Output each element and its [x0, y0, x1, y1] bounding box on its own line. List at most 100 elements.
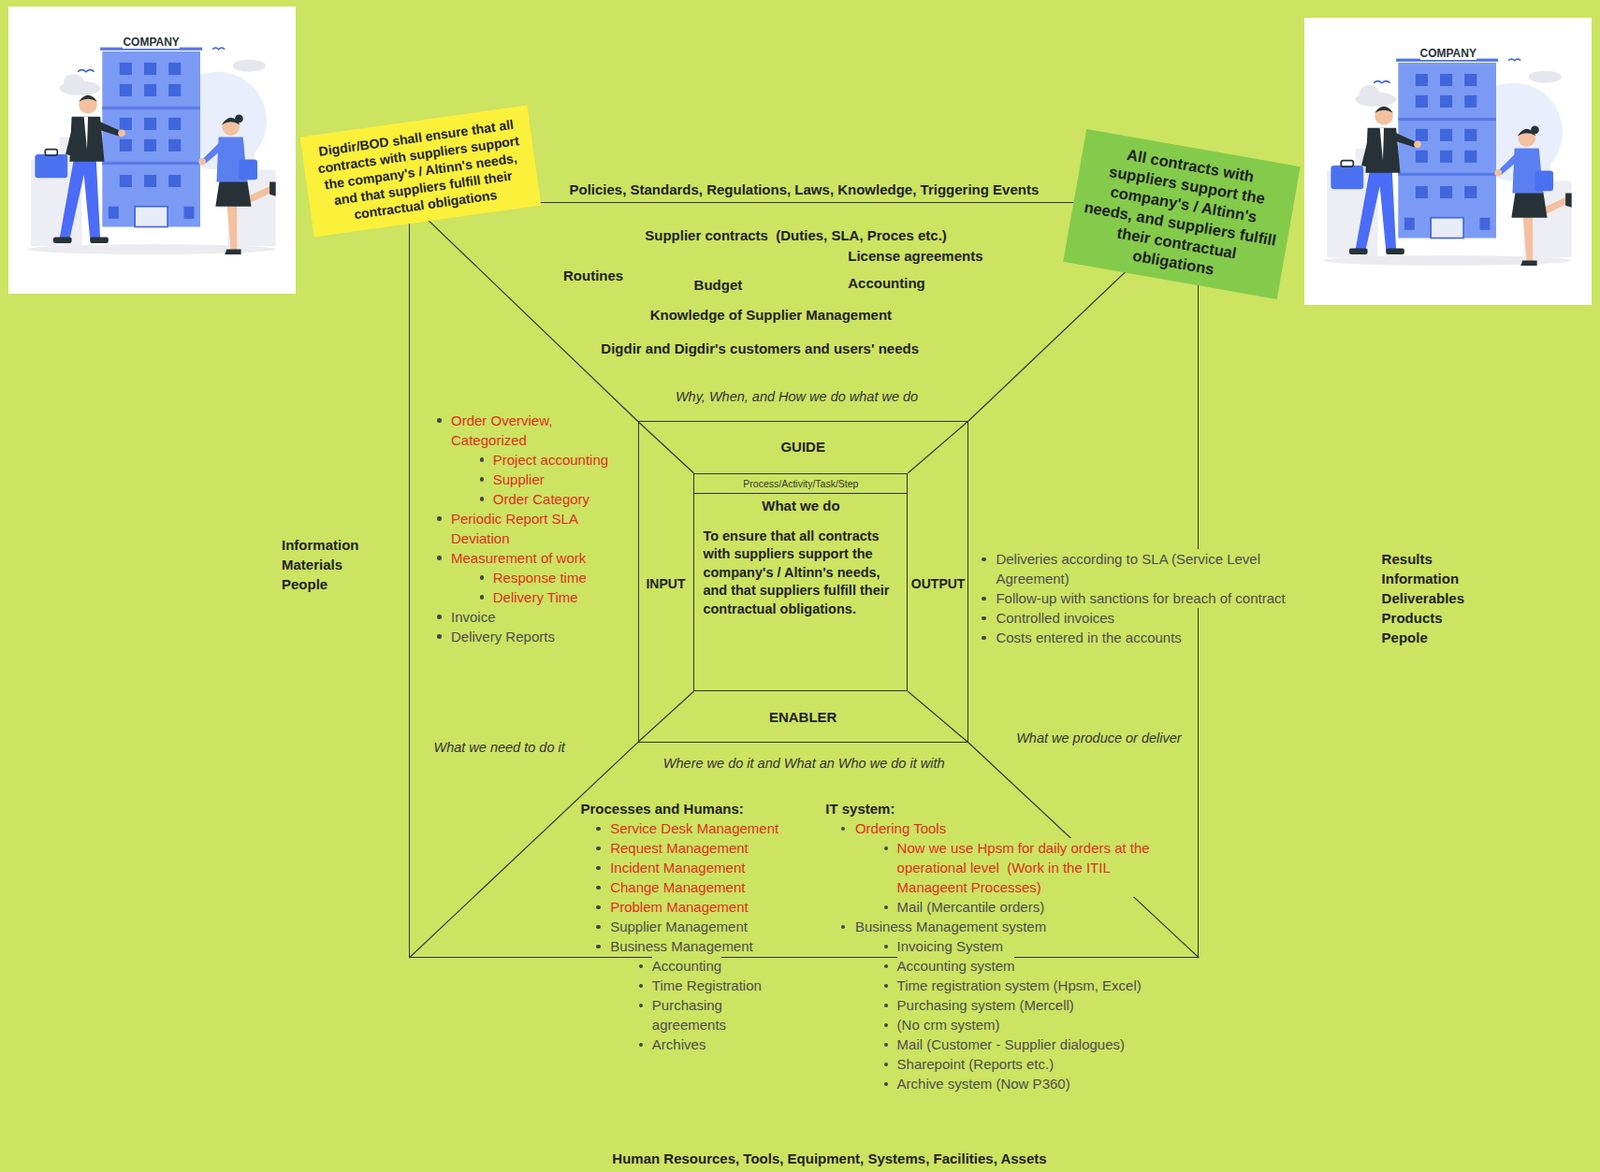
- sub-bullet-item: Project accounting: [493, 450, 609, 470]
- company-illustration: [234, 114, 244, 123]
- heading-label: Accounting: [847, 273, 926, 293]
- bullet-item: Incident Management: [610, 858, 745, 878]
- company-illustration: [101, 105, 201, 109]
- heading-label: Routines: [563, 265, 624, 286]
- bullet-item: Measurement of work: [450, 548, 586, 568]
- frame-diagonal: [638, 691, 695, 743]
- company-illustration: [119, 83, 132, 96]
- caption-label: Why, When, and How we do what we do: [675, 387, 918, 408]
- company-illustration: [101, 50, 201, 227]
- company-illustration: [34, 154, 68, 178]
- sub-bullet-item: Accounting: [652, 956, 722, 976]
- caption-label: Where we do it and What an Who we do it …: [663, 754, 946, 774]
- caption-label: What we need to do it: [433, 738, 565, 758]
- company-illustration: [238, 159, 258, 180]
- company-illustration: [168, 116, 181, 130]
- process-frame: GUIDE INPUT OUTPUT ENABLER Process/Activity/…: [638, 421, 969, 743]
- company-illustration: [183, 205, 194, 219]
- company-illustration: [202, 140, 225, 163]
- sub-bullet-item: Archive system (Now P360): [897, 1074, 1071, 1094]
- company-illustration: [119, 138, 132, 151]
- band-label: GUIDE: [780, 438, 826, 456]
- company-illustration: [144, 174, 157, 187]
- company-illustration: [53, 236, 73, 244]
- sub-bullet-item: Archives: [652, 1034, 707, 1055]
- process-box: Process/Activity/Task/StepWhat we doTo e…: [693, 473, 908, 692]
- company-illustration: [101, 160, 201, 164]
- heading-label: Knowledge of Supplier Management: [650, 305, 892, 325]
- bullet-item: Costs entered in the accounts: [995, 627, 1181, 648]
- frame-diagonal: [408, 202, 638, 422]
- sub-bullet-item: Supplier: [493, 469, 545, 490]
- company-illustration: [144, 61, 157, 74]
- company-illustration: [134, 205, 168, 227]
- sub-bullet-item: Invoicing System: [897, 936, 1004, 957]
- bullet-item: Invoice: [450, 607, 496, 627]
- bullet-item: Controlled invoices: [995, 608, 1115, 628]
- company-illustration: [119, 116, 132, 130]
- sign-text: COMPANY: [122, 35, 179, 49]
- company-illustration: [34, 94, 126, 243]
- company-illustration: [44, 148, 58, 156]
- company-illustration: [168, 138, 181, 151]
- sub-bullet-item: Mail (Mercantile orders): [897, 897, 1046, 917]
- company-illustration: [63, 72, 85, 89]
- sub-bullet-item: Response time: [493, 567, 587, 588]
- company-illustration: [224, 248, 241, 254]
- sub-bullet-item: Accounting system: [897, 956, 1016, 976]
- bullet-item: Request Management: [610, 838, 749, 859]
- heading-label: Information: [1381, 568, 1460, 589]
- heading-label: Processes and Humans:: [581, 799, 744, 819]
- step-body: To ensure that all contracts with suppli…: [694, 514, 907, 626]
- sub-bullet-item: Purchasing system (Mercell): [897, 995, 1075, 1016]
- heading-label: Supplier contracts (Duties, SLA, Proces …: [644, 225, 947, 246]
- band-label: ENABLER: [769, 709, 838, 727]
- band-label: INPUT: [645, 575, 685, 593]
- company-illustration: [65, 120, 79, 156]
- sub-bullet-item: Sharepoint (Reports etc.): [897, 1054, 1055, 1075]
- bullet-item: Service Desk Management: [610, 818, 779, 839]
- heading-label: License agreements: [847, 246, 983, 266]
- heading-label: Digdir and Digdir's customers and users'…: [600, 338, 919, 359]
- sign-text: COMPANY: [1420, 46, 1477, 60]
- company-illustration: [108, 61, 195, 219]
- heading-label: Information: [281, 535, 360, 555]
- company-illustration: [269, 181, 277, 196]
- company-illustration: [8, 6, 297, 295]
- company-illustration: [77, 47, 225, 73]
- band-label: OUTPUT: [911, 575, 966, 593]
- company-illustration: [198, 157, 206, 165]
- frame-diagonal: [408, 742, 638, 959]
- step-title: What we do: [694, 494, 907, 515]
- heading-label: IT system:: [825, 799, 895, 819]
- sub-bullet-item: Order Category: [493, 489, 590, 510]
- company-illustration: [78, 94, 98, 114]
- company-illustration: [89, 236, 109, 244]
- company-illustration: [95, 120, 120, 136]
- bullet-item: Business Management system: [855, 916, 1047, 937]
- company-illustration: [26, 244, 276, 255]
- sub-bullet-item: Time Registration: [652, 975, 762, 996]
- bullet-item: Ordering Tools: [855, 818, 946, 839]
- company-illustration: [250, 169, 276, 247]
- sub-bullet-item: Delivery Time: [493, 587, 579, 608]
- heading-label: People: [281, 574, 328, 595]
- company-illustration: [8, 6, 297, 295]
- bullet-item: Business Management: [610, 936, 754, 957]
- heading-label: Results: [1381, 549, 1433, 569]
- note-text: All contracts with suppliers support the…: [1074, 139, 1289, 291]
- bullet-item: Change Management: [610, 877, 745, 898]
- bullet-item: Supplier Management: [610, 916, 748, 937]
- frame-diagonal: [907, 421, 968, 474]
- caption-label: What we produce or deliver: [1016, 728, 1182, 749]
- frame-diagonal: [638, 421, 695, 474]
- bullet-item: Periodic Report SLA Deviation: [450, 509, 605, 549]
- company-illustration: [144, 138, 157, 151]
- company-illustration: [215, 179, 251, 206]
- step-header: Process/Activity/Task/Step: [694, 474, 907, 495]
- note-text: Digdir/BOD shall ensure that all contrac…: [310, 115, 530, 228]
- company-illustration: [1304, 17, 1593, 306]
- heading-label: Budget: [694, 275, 743, 295]
- sub-bullet-item: (No crm system): [897, 1015, 1001, 1035]
